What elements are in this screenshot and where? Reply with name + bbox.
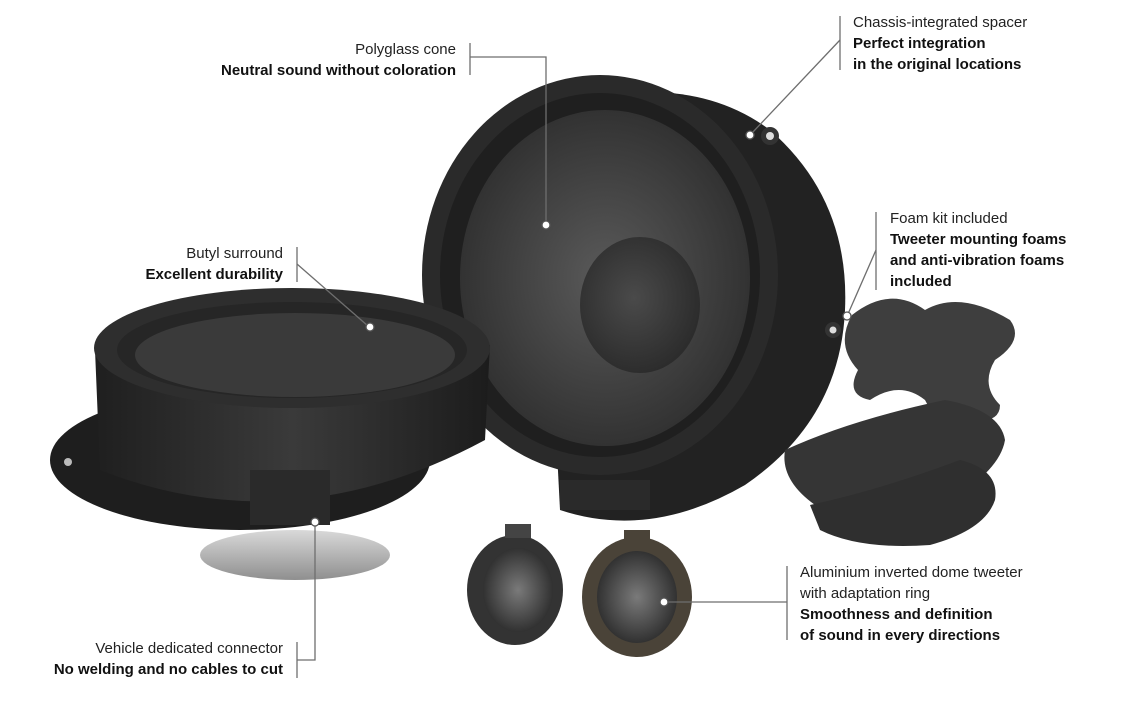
callout-butyl: Butyl surround Excellent durability (145, 243, 283, 285)
leader-foam (847, 249, 877, 315)
marker-butyl (365, 322, 375, 332)
marker-tweeter (659, 597, 669, 607)
mounting-hole-center (829, 326, 837, 334)
callout-connector-desc: No welding and no cables to cut (53, 661, 283, 678)
mounting-hole-center (766, 132, 774, 140)
callout-connector: Vehicle dedicated connector No welding a… (54, 638, 283, 680)
woofer-left-magnet (200, 530, 390, 580)
callout-foam-desc-3: included (890, 273, 952, 290)
x-foam (844, 298, 1015, 427)
callout-polyglass: Polyglass cone Neutral sound without col… (221, 39, 456, 81)
callout-foam-desc-2: and anti-vibration foams (890, 252, 1065, 269)
woofer-right (422, 75, 846, 521)
leader-polyglass (470, 56, 547, 222)
tweeter-right (582, 530, 692, 657)
callout-tweeter: Aluminium inverted dome tweeter with ada… (800, 562, 1023, 646)
callout-chassis: Chassis-integrated spacer Perfect integr… (853, 12, 1027, 75)
tweeter-right-tab (624, 530, 650, 544)
leader-chassis (751, 39, 841, 134)
callout-tweeter-label-2: with adaptation ring (800, 585, 931, 602)
marker-foam (842, 311, 852, 321)
callout-polyglass-desc: Neutral sound without coloration (221, 62, 456, 79)
callout-butyl-label: Butyl surround (186, 245, 283, 262)
marker-polyglass (541, 220, 551, 230)
leader-butyl (296, 263, 369, 327)
callout-polyglass-label: Polyglass cone (355, 41, 456, 58)
callout-tweeter-label-1: Aluminium inverted dome tweeter (800, 564, 1023, 581)
tweeter-left-dome (483, 548, 553, 632)
callout-tweeter-desc-2: of sound in every directions (800, 627, 1001, 644)
foam-strip-2 (810, 460, 996, 546)
woofer-left (50, 288, 490, 580)
tweeter-right-dome (597, 551, 677, 643)
leader-markers (310, 130, 852, 607)
marker-chassis (745, 130, 755, 140)
marker-connector (310, 517, 320, 527)
callout-chassis-desc-1: Perfect integration (853, 35, 986, 52)
callout-tweeter-desc-1: Smoothness and definition (800, 606, 993, 623)
callout-chassis-label: Chassis-integrated spacer (853, 14, 1028, 31)
woofer-left-cone (135, 313, 455, 397)
callout-butyl-desc: Excellent durability (145, 266, 283, 283)
callout-chassis-desc-2: in the original locations (853, 56, 1022, 73)
foam-kit (784, 298, 1015, 546)
woofer-right-dustcap (580, 237, 700, 373)
callout-foam-label: Foam kit included (890, 210, 1008, 227)
callout-foam-desc-1: Tweeter mounting foams (890, 231, 1067, 248)
callout-connector-label: Vehicle dedicated connector (95, 640, 283, 657)
tweeter-left-tab (505, 524, 531, 538)
vehicle-connector (250, 470, 330, 525)
callout-foam: Foam kit included Tweeter mounting foams… (890, 208, 1066, 292)
leader-connector (297, 522, 316, 661)
woofer-right-connector (560, 480, 650, 510)
mounting-hole-icon (64, 458, 72, 466)
tweeter-left (467, 524, 563, 645)
leader-lines (296, 16, 877, 678)
